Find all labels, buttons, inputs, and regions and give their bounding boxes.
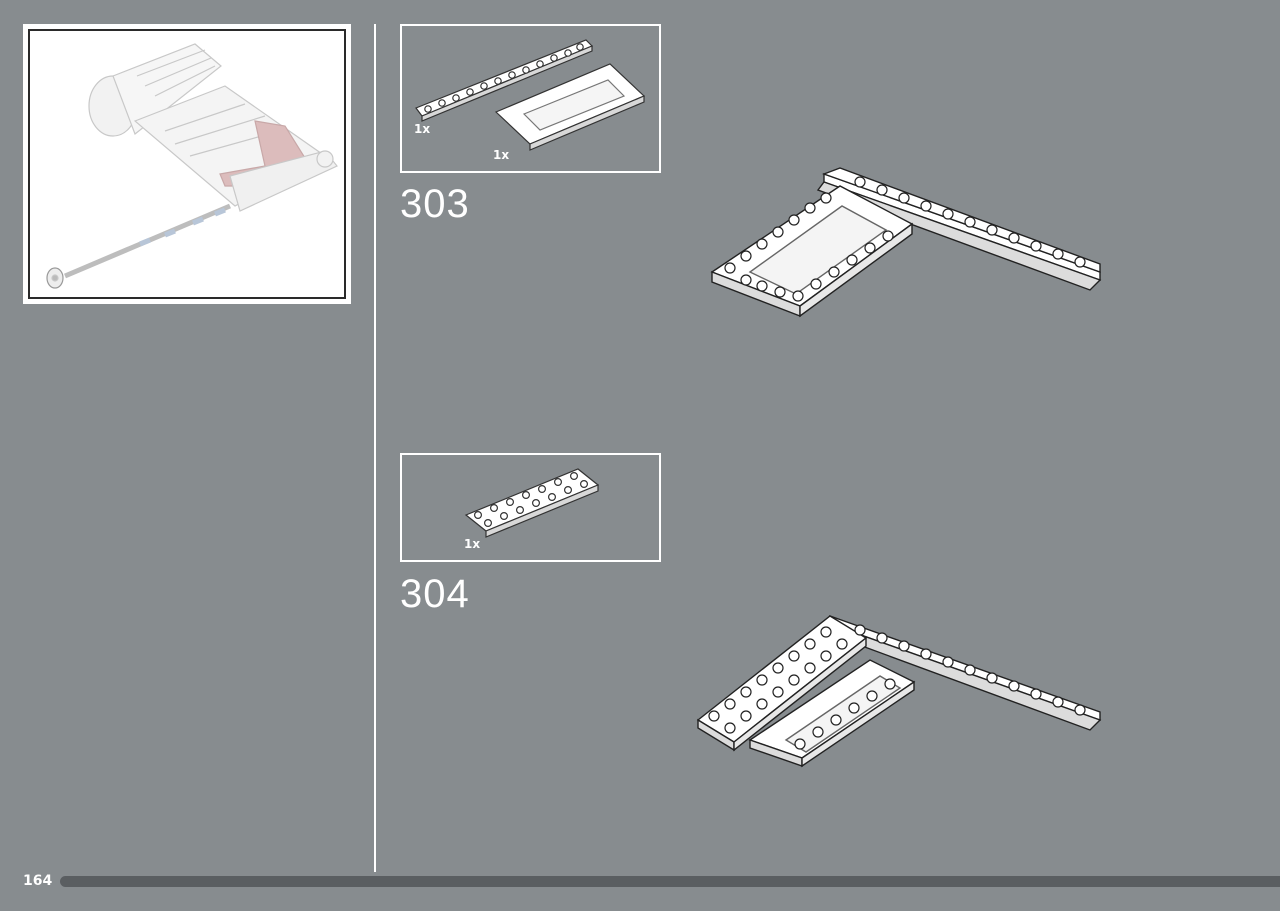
step-number: 304 <box>400 572 470 616</box>
plate-1x12 <box>415 39 594 122</box>
frame-plate <box>494 63 646 151</box>
step-303-assembly <box>710 167 1102 318</box>
step-303-parts-illustration <box>415 39 646 151</box>
plate-2x8 <box>464 468 600 538</box>
progress-bar <box>60 876 1280 887</box>
step-304-assembly <box>696 615 1102 768</box>
step-303-parts-box <box>400 24 661 173</box>
step-number: 303 <box>400 182 470 226</box>
model-preview-illustration <box>46 43 338 289</box>
model-preview <box>23 24 351 304</box>
part-quantity: 1x <box>464 537 481 551</box>
step-304-parts-illustration <box>464 468 600 538</box>
part-quantity: 1x <box>414 122 431 136</box>
page-number: 164 <box>23 873 53 889</box>
step-304-parts-box <box>400 453 661 562</box>
page-divider <box>374 24 376 872</box>
part-quantity: 1x <box>493 148 510 162</box>
